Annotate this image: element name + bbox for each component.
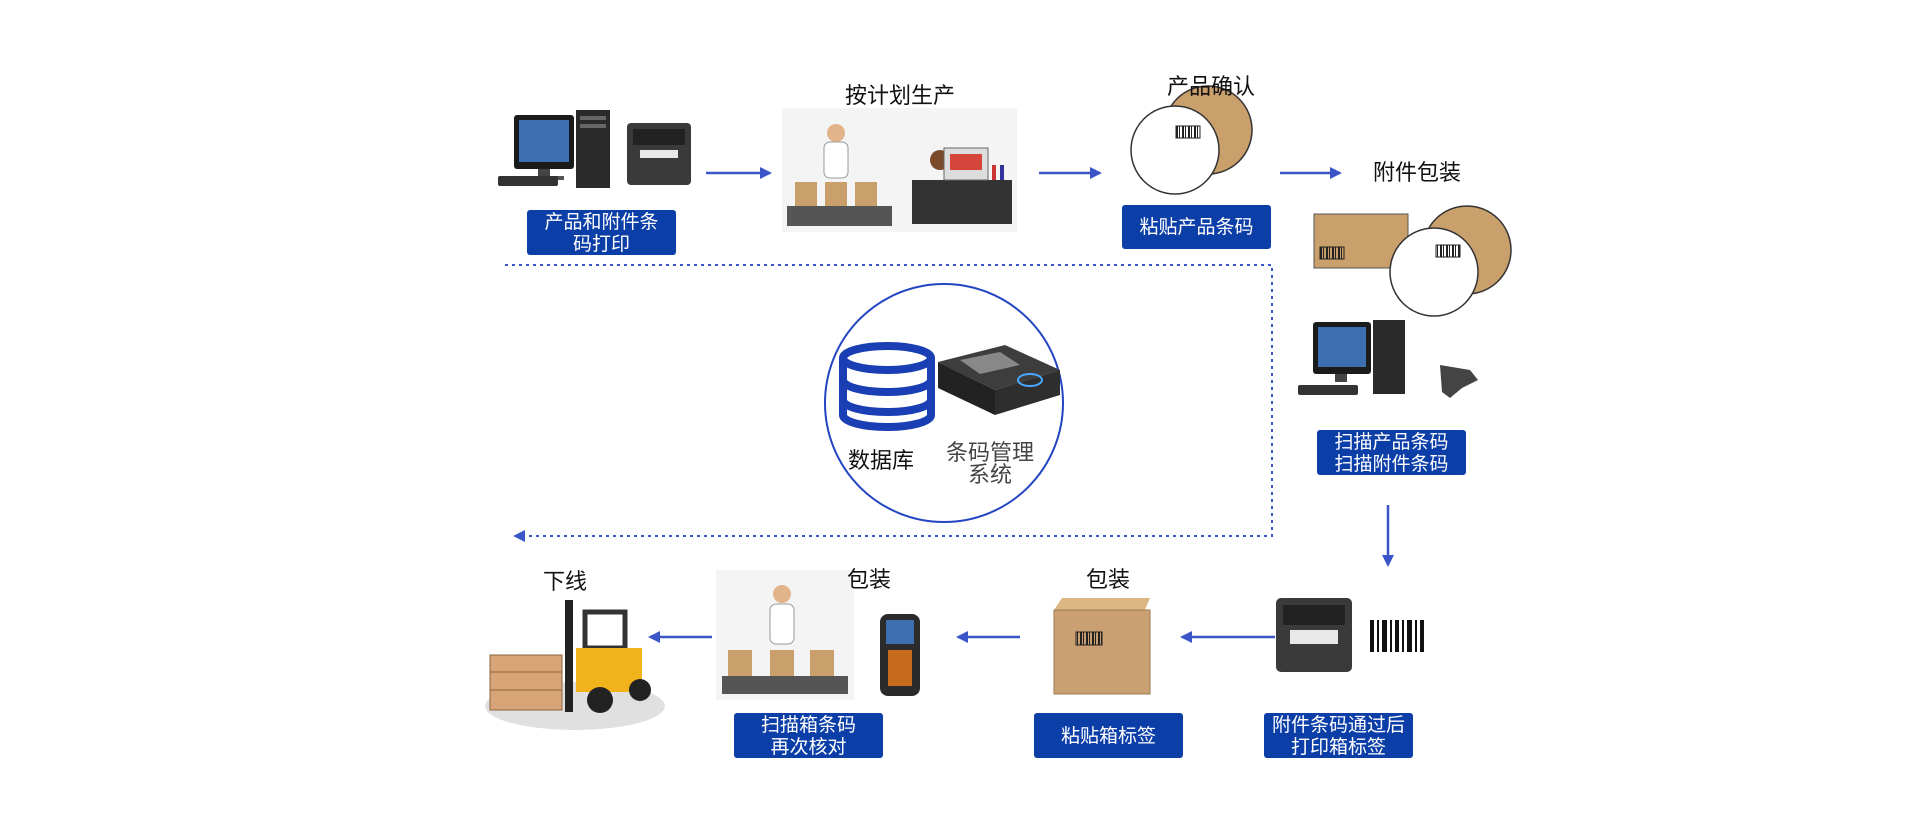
scan-line-2: 扫描附件条码 (1334, 452, 1449, 475)
shipping-box-icon (1053, 598, 1151, 695)
print-box-label-line-2: 打印箱标签 (1290, 735, 1386, 758)
scan-box: 扫描产品条码 扫描附件条码 (1317, 430, 1466, 475)
produce-label: 按计划生产 (845, 84, 956, 109)
scan-line-1: 扫描产品条码 (1334, 430, 1449, 453)
print-box-label-line-1: 附件条码通过后 (1271, 713, 1405, 736)
label-product-box: 粘贴产品条码 (1122, 205, 1271, 249)
accessory-pack-label: 附件包装 (1373, 161, 1462, 186)
production-line-icon (782, 108, 1017, 232)
print-barcodes-line-2: 码打印 (572, 232, 630, 255)
computer-printer-icon (498, 110, 691, 188)
computer-scanner-icon (1298, 320, 1478, 398)
pack-box-box: 粘贴箱标签 (1034, 713, 1183, 758)
packing-scene-icon (716, 570, 920, 700)
offline-label: 下线 (543, 570, 588, 595)
pack-check-line-1: 扫描箱条码 (760, 713, 856, 736)
print-barcodes-box: 产品和附件条 码打印 (527, 210, 676, 255)
pack-box-text: 粘贴箱标签 (1060, 724, 1156, 747)
barcode-server-icon (938, 345, 1060, 415)
product-disc-icon (1130, 85, 1253, 195)
print-barcodes-line-1: 产品和附件条 (544, 210, 659, 233)
pack-box-label: 包装 (1086, 568, 1131, 593)
accessory-package-icon (1313, 205, 1512, 317)
database-icon (839, 342, 935, 431)
barcode-icon (1370, 620, 1424, 652)
print-box-label-box: 附件条码通过后 打印箱标签 (1264, 713, 1413, 758)
database-label: 数据库 (848, 449, 915, 474)
handheld-terminal-icon (880, 614, 920, 696)
dotted-feedback-line (505, 264, 1273, 542)
system-line-1: 条码管理 (946, 441, 1035, 466)
pack-check-box: 扫描箱条码 再次核对 (734, 713, 883, 758)
label-printer-icon (1276, 598, 1424, 672)
label-product-text: 粘贴产品条码 (1139, 216, 1254, 238)
system-label: 条码管理 系统 (946, 443, 1034, 487)
forklift-icon (485, 600, 665, 730)
system-line-2: 系统 (968, 463, 1013, 488)
confirm-label: 产品确认 (1167, 75, 1256, 100)
pack-check-label: 包装 (847, 568, 892, 593)
pack-check-line-2: 再次核对 (770, 735, 847, 758)
